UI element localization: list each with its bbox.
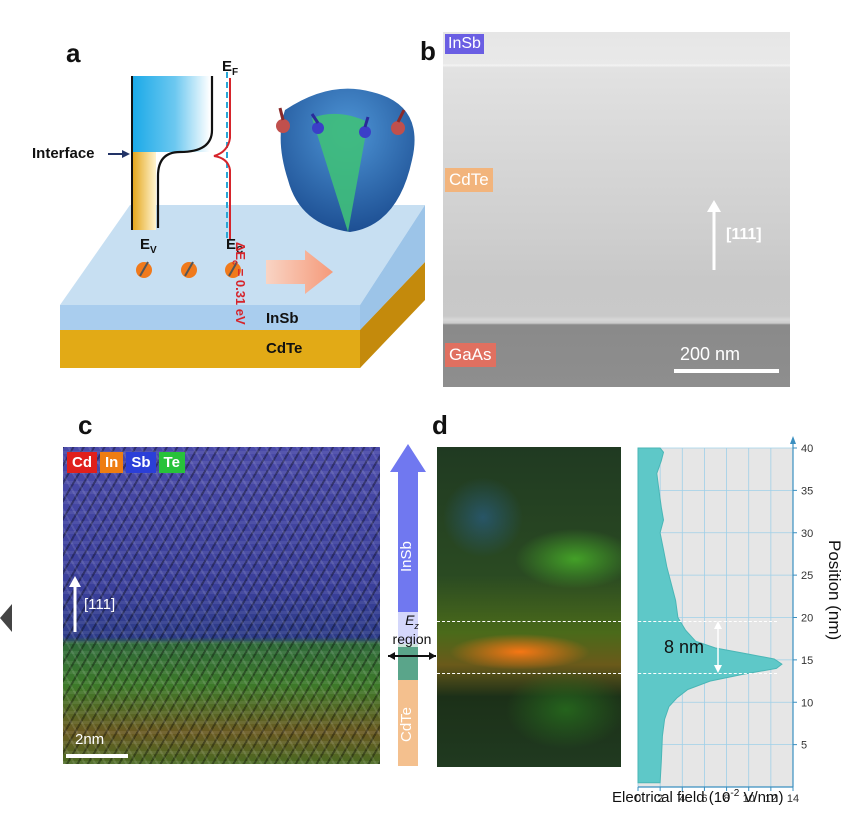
x-tick-label: 6 bbox=[701, 793, 707, 805]
c-scale-bar-label: 2nm bbox=[75, 731, 105, 748]
electron-1 bbox=[136, 261, 152, 278]
legend-in: In bbox=[100, 452, 124, 473]
c-direction-label: [111] bbox=[84, 596, 116, 613]
region-bottom-dashed bbox=[437, 673, 777, 674]
c-direction-arrow bbox=[69, 576, 81, 632]
layer-arrow bbox=[388, 444, 436, 766]
region-top-dashed bbox=[437, 621, 777, 622]
insb-band-region bbox=[132, 76, 210, 152]
direction-label: [111] bbox=[726, 226, 762, 243]
x-tick-label: 14 bbox=[787, 793, 799, 805]
interface-label: Interface bbox=[32, 145, 95, 162]
electron-2 bbox=[181, 261, 197, 278]
insb-tag: InSb bbox=[445, 34, 484, 54]
legend-cd: Cd bbox=[67, 452, 97, 473]
field-profile-chart: 0 2 4 6 8 10 12 14 5 10 15 20 25 30 35 40 bbox=[635, 436, 813, 805]
cdte-slab-right bbox=[360, 262, 425, 368]
dirac-cone-inner bbox=[312, 113, 368, 232]
ec-shift-curve bbox=[213, 78, 231, 240]
panel-a-schematic bbox=[60, 72, 425, 368]
width-arrow bbox=[714, 621, 722, 673]
legend-te: Te bbox=[158, 452, 185, 473]
cdte-tag: CdTe bbox=[445, 168, 493, 192]
width-annotation: 8 nm bbox=[664, 637, 705, 657]
y-tick-label: 30 bbox=[801, 528, 813, 540]
x-tick-label: 8 bbox=[724, 793, 730, 805]
conduction-band-curve bbox=[156, 76, 214, 228]
panel-b-letter: b bbox=[420, 36, 436, 66]
x-tick-label: 10 bbox=[743, 793, 755, 805]
scale-bar bbox=[674, 369, 779, 373]
c-scale-bar bbox=[66, 754, 128, 758]
eds-map-image bbox=[63, 447, 380, 764]
cdte-layer-label: CdTe bbox=[266, 340, 303, 357]
y-tick-label: 15 bbox=[801, 655, 813, 667]
chart-axes: 0 2 4 6 8 10 12 14 5 10 15 20 25 30 35 40 bbox=[635, 436, 813, 805]
delta-ec-label: ΔEc = 0.31 eV bbox=[230, 242, 248, 325]
electric-field-map bbox=[437, 447, 621, 767]
insb-slab-front bbox=[60, 305, 360, 330]
x-tick-label: 2 bbox=[657, 793, 663, 805]
element-legend: Cd In Sb Te bbox=[67, 452, 185, 473]
field-profile-area bbox=[637, 447, 783, 784]
left-edge-fragment bbox=[0, 604, 12, 632]
scale-bar-label: 200 nm bbox=[680, 344, 741, 364]
insb-arrow-label: InSb bbox=[398, 541, 415, 572]
cdte-slab-front bbox=[60, 330, 360, 368]
chart-ylabel: Position (nm) bbox=[825, 540, 844, 641]
cdte-band-region bbox=[132, 152, 156, 230]
y-tick-label: 20 bbox=[801, 613, 813, 625]
ev-label: EV bbox=[140, 236, 157, 256]
panel-c-letter: c bbox=[78, 410, 93, 440]
ez-region-label: Ez region bbox=[384, 612, 440, 647]
cdte-arrow-label: CdTe bbox=[398, 706, 415, 742]
x-tick-label: 4 bbox=[679, 793, 685, 805]
insb-slab-right bbox=[360, 205, 425, 330]
y-tick-label: 25 bbox=[801, 570, 813, 582]
gaas-tag: GaAs bbox=[445, 343, 496, 367]
tem-cross-section-image bbox=[443, 32, 790, 387]
electron-3 bbox=[225, 261, 241, 278]
panel-a-letter: a bbox=[66, 38, 81, 68]
ec-label: EC bbox=[226, 236, 244, 256]
direction-arrow bbox=[707, 200, 721, 270]
x-tick-label: 12 bbox=[765, 793, 777, 805]
insb-layer-label: InSb bbox=[266, 310, 299, 327]
x-tick-label: 0 bbox=[635, 793, 641, 805]
y-tick-label: 5 bbox=[801, 740, 807, 752]
chart-xlabel: Electrical field (10-2 V/nm) bbox=[612, 788, 784, 806]
legend-sb: Sb bbox=[126, 452, 156, 473]
y-tick-label: 35 bbox=[801, 485, 813, 497]
panel-d-letter: d bbox=[432, 410, 448, 440]
y-tick-label: 10 bbox=[801, 697, 813, 709]
y-tick-label: 40 bbox=[801, 443, 813, 455]
y-axis-arrowhead bbox=[790, 436, 796, 444]
transport-arrow bbox=[266, 250, 333, 294]
ef-label: EF bbox=[222, 58, 239, 78]
